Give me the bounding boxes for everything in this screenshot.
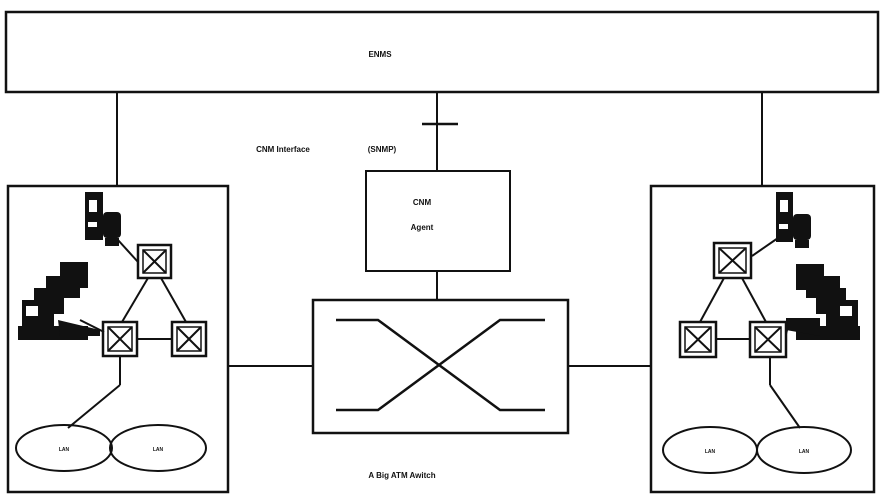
link-right-lan-branch bbox=[769, 384, 801, 429]
switch-node-right-top bbox=[712, 241, 753, 280]
workstation-icon bbox=[776, 192, 811, 248]
switch-node-right-middle bbox=[748, 320, 788, 359]
lan-ellipse-left-2 bbox=[109, 424, 207, 472]
lan-label-right-2: LAN bbox=[799, 449, 810, 455]
enms-box bbox=[4, 10, 880, 94]
lan-label-left-1: LAN bbox=[59, 447, 70, 453]
terminal-cluster-icon bbox=[786, 264, 860, 340]
cnm-interface-label: CNM Interface bbox=[256, 145, 310, 154]
lan-ellipse-right-2 bbox=[756, 426, 852, 474]
link-workstation-node bbox=[117, 239, 139, 263]
cnm-agent-label-line2: Agent bbox=[411, 223, 434, 232]
link-right-top-left bbox=[699, 277, 725, 323]
left-domain-box bbox=[6, 184, 230, 494]
switch-node-left-top bbox=[136, 243, 173, 280]
switch-node-right-left bbox=[678, 320, 718, 359]
link-right-top-middle bbox=[741, 277, 767, 323]
link-workstation-node-right bbox=[751, 237, 779, 257]
atm-switch-crossing-path-b bbox=[336, 318, 545, 412]
terminal-cluster-icon bbox=[18, 262, 100, 340]
atm-switch-label: A Big ATM Awitch bbox=[368, 471, 435, 480]
lan-label-right-1: LAN bbox=[705, 449, 716, 455]
cnm-agent-box bbox=[365, 170, 511, 272]
switch-node-left-right bbox=[170, 320, 208, 358]
switch-node-left-middle bbox=[101, 320, 139, 358]
link-left-top-middle bbox=[121, 277, 149, 323]
cnm-agent-label-line1: CNM bbox=[413, 198, 432, 207]
link-terminals-node bbox=[79, 319, 105, 333]
snmp-label: (SNMP) bbox=[368, 145, 397, 154]
workstation-icon bbox=[85, 192, 121, 246]
lan-ellipse-left-1 bbox=[15, 424, 113, 472]
link-left-top-right bbox=[160, 277, 187, 323]
link-left-lan-branch bbox=[67, 384, 121, 429]
enms-label: ENMS bbox=[368, 50, 392, 59]
lan-label-left-2: LAN bbox=[153, 447, 164, 453]
right-domain-box bbox=[649, 184, 876, 494]
